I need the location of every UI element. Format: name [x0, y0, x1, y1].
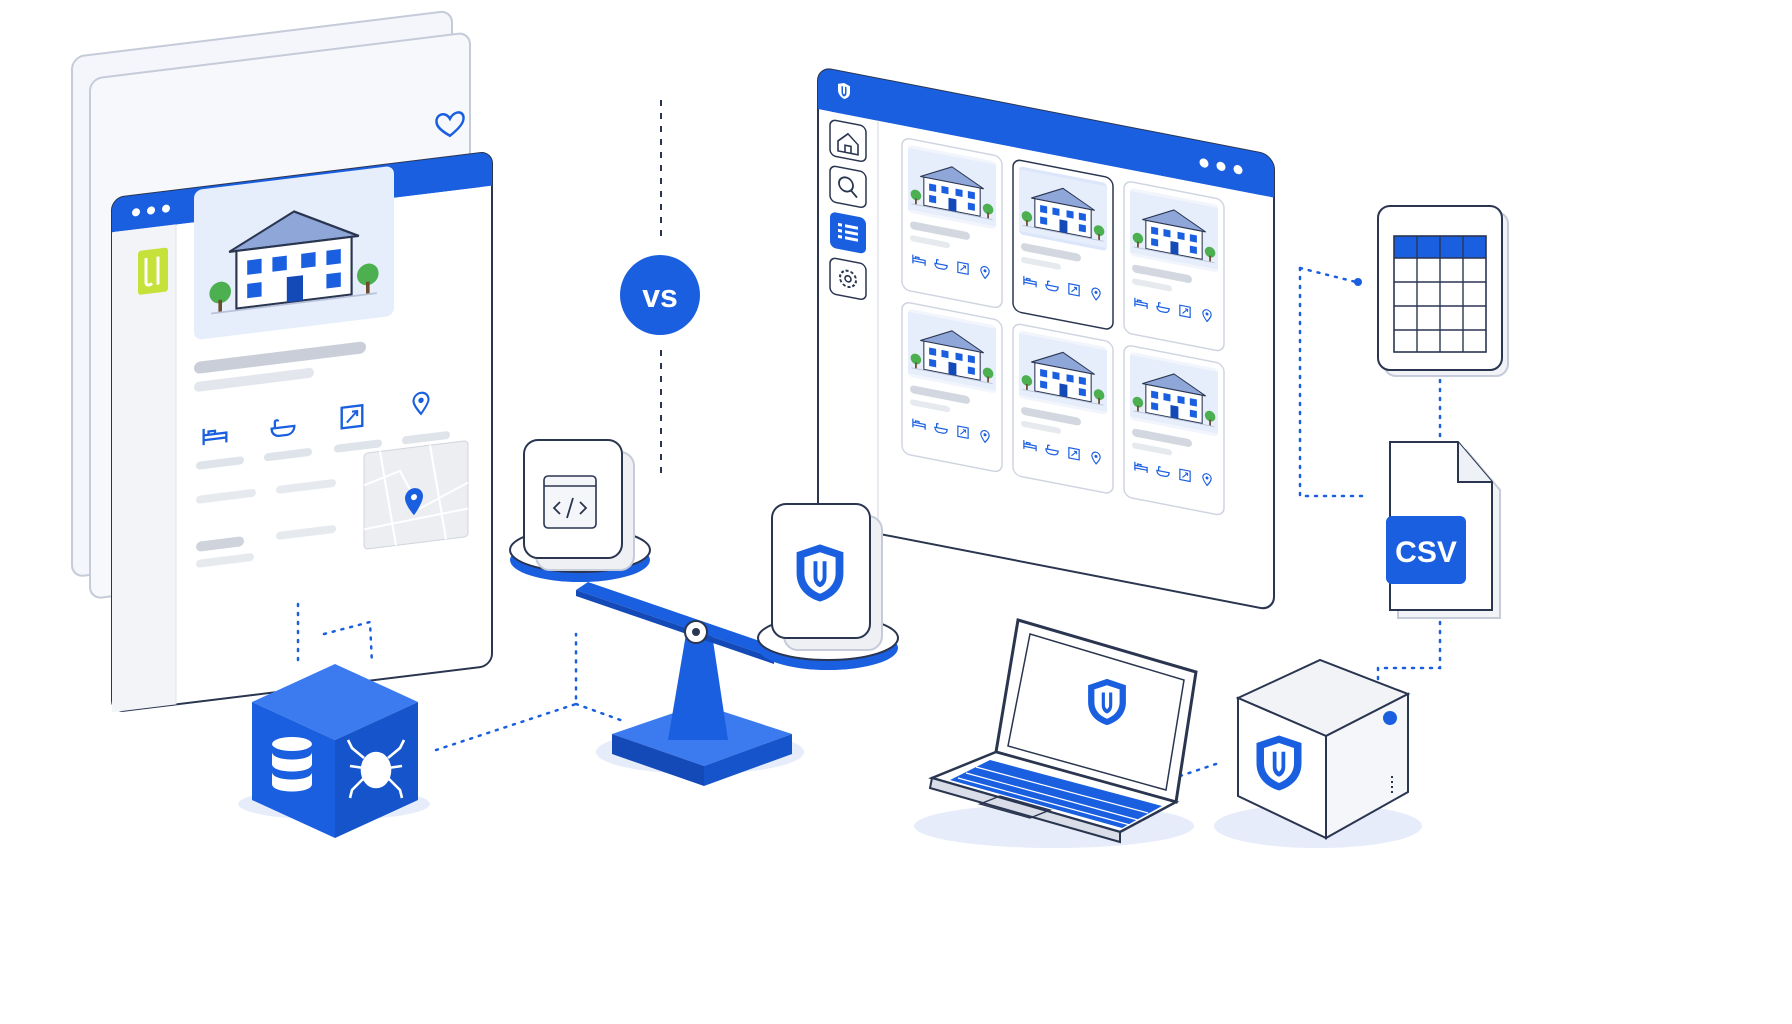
listing-card[interactable] [1123, 180, 1225, 352]
sidebar-nav-search[interactable] [829, 165, 867, 209]
laptop-icon [914, 618, 1198, 848]
window-dot [1216, 161, 1226, 171]
spreadsheet-icon [1377, 205, 1509, 377]
spider-bug-icon [346, 739, 406, 799]
sidebar-nav-list[interactable] [830, 211, 866, 254]
home-icon [837, 132, 859, 156]
window-dot [162, 204, 170, 213]
settings-gear-icon [839, 269, 857, 289]
listing-card[interactable] [1012, 323, 1114, 494]
listing-card[interactable] [1012, 159, 1114, 330]
vs-label: vs [642, 278, 678, 314]
csv-file-icon: CSV [1386, 441, 1501, 619]
window-dot [147, 206, 155, 215]
lime-logo [138, 247, 168, 295]
connector-lines [296, 602, 628, 752]
connector-lines [1178, 266, 1442, 778]
database-icon [272, 737, 312, 792]
right-browser-window [817, 68, 1275, 610]
window-dot [132, 208, 140, 217]
listing-card[interactable] [1123, 344, 1225, 516]
vs-badge: vs [620, 255, 700, 335]
listing-card[interactable] [901, 137, 1003, 309]
map-pin-icon [405, 488, 423, 516]
code-window-icon [543, 475, 597, 529]
scraper-cube [238, 664, 430, 838]
window-dot [1199, 158, 1209, 168]
search-icon [838, 176, 854, 193]
server-cube-icon [1214, 658, 1422, 848]
left-browser-window [71, 10, 493, 713]
window-dot [1233, 165, 1243, 175]
shield-block [771, 503, 883, 651]
sidebar-nav-home[interactable] [829, 119, 867, 163]
heart-icon[interactable] [435, 111, 465, 138]
listing-card[interactable] [901, 301, 1003, 473]
list-icon [838, 222, 858, 242]
sidebar-nav-settings[interactable] [829, 257, 867, 301]
code-block [523, 439, 635, 571]
csv-label: CSV [1395, 536, 1457, 569]
